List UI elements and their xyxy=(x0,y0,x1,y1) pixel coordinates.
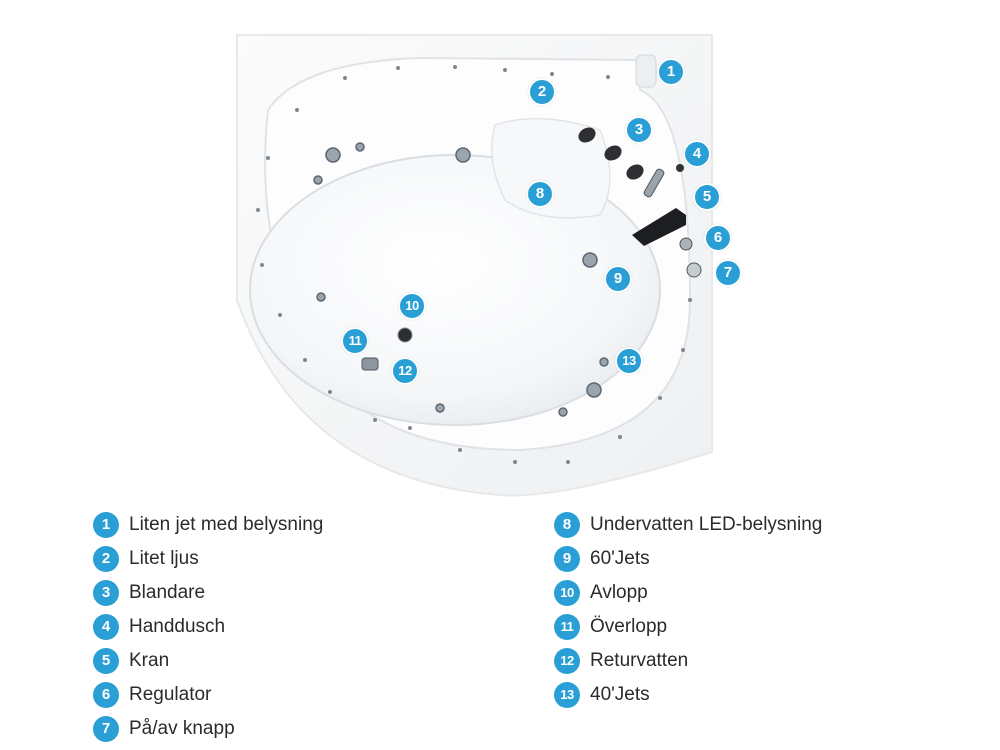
legend-badge: 3 xyxy=(93,580,119,606)
legend-label: Blandare xyxy=(129,582,206,603)
legend-label: 40'Jets xyxy=(590,684,650,705)
legend-item: 9 60'Jets xyxy=(554,542,822,576)
legend-item: 11 Överlopp xyxy=(554,610,822,644)
legend-badge: 11 xyxy=(554,614,580,640)
corner-bathtub-diagram: 1 2 3 4 5 6 7 8 9 10 11 12 13 xyxy=(236,34,742,497)
legend-item: 3 Blandare xyxy=(93,576,323,610)
legend-item: 12 Returvatten xyxy=(554,644,822,678)
marker-11: 11 xyxy=(341,327,369,355)
legend-left-column: 1 Liten jet med belysning 2 Litet ljus 3 Bl… xyxy=(93,508,323,746)
legend-label: Avlopp xyxy=(590,582,648,603)
legend-label: Kran xyxy=(129,650,170,671)
regulator xyxy=(679,237,693,251)
legend-item: 13 40'Jets xyxy=(554,678,822,712)
legend-item: 8 Undervatten LED-belysning xyxy=(554,508,822,542)
legend-label: Handdusch xyxy=(129,616,226,637)
legend-badge: 4 xyxy=(93,614,119,640)
legend-item: 2 Litet ljus xyxy=(93,542,323,576)
marker-2: 2 xyxy=(528,78,556,106)
tub-seat xyxy=(490,117,611,219)
pillow xyxy=(635,54,657,88)
faucet xyxy=(632,208,686,246)
marker-8: 8 xyxy=(526,180,554,208)
legend-badge: 1 xyxy=(93,512,119,538)
legend-label: Undervatten LED-belysning xyxy=(590,514,823,535)
small-lights xyxy=(256,65,692,464)
overflow xyxy=(361,357,379,371)
legend-badge: 12 xyxy=(554,648,580,674)
jets xyxy=(313,142,609,417)
on-off-button xyxy=(686,262,702,278)
legend-item: 10 Avlopp xyxy=(554,576,822,610)
legend-right-column: 8 Undervatten LED-belysning 9 60'Jets 10 Av… xyxy=(554,508,822,712)
legend-item: 1 Liten jet med belysning xyxy=(93,508,323,542)
drain xyxy=(397,327,413,343)
marker-12: 12 xyxy=(391,357,419,385)
tub-basin xyxy=(249,154,661,426)
marker-1: 1 xyxy=(657,58,685,86)
marker-13: 13 xyxy=(615,347,643,375)
legend-label: På/av knapp xyxy=(129,718,235,739)
legend-label: Liten jet med belysning xyxy=(129,514,324,535)
legend-badge: 2 xyxy=(93,546,119,572)
legend-badge: 5 xyxy=(93,648,119,674)
legend-label: 60'Jets xyxy=(590,548,650,569)
legend-item: 4 Handdusch xyxy=(93,610,323,644)
legend-item: 5 Kran xyxy=(93,644,323,678)
legend-item: 7 På/av knapp xyxy=(93,712,323,746)
legend-label: Returvatten xyxy=(590,650,689,671)
legend-item: 6 Regulator xyxy=(93,678,323,712)
legend-badge: 7 xyxy=(93,716,119,742)
marker-5: 5 xyxy=(693,183,721,211)
legend-label: Regulator xyxy=(129,684,212,705)
hand-shower xyxy=(643,168,665,198)
mixer-knobs xyxy=(578,127,644,180)
marker-6: 6 xyxy=(704,224,732,252)
legend-badge: 8 xyxy=(554,512,580,538)
legend-badge: 6 xyxy=(93,682,119,708)
legend-label: Överlopp xyxy=(590,616,668,637)
marker-10: 10 xyxy=(398,292,426,320)
legend-badge: 10 xyxy=(554,580,580,606)
marker-7: 7 xyxy=(714,259,742,287)
marker-3: 3 xyxy=(625,116,653,144)
legend-badge: 13 xyxy=(554,682,580,708)
marker-9: 9 xyxy=(604,265,632,293)
bathtub-illustration xyxy=(236,34,713,497)
legend-label: Litet ljus xyxy=(129,548,199,569)
legend-badge: 9 xyxy=(554,546,580,572)
marker-4: 4 xyxy=(683,140,711,168)
